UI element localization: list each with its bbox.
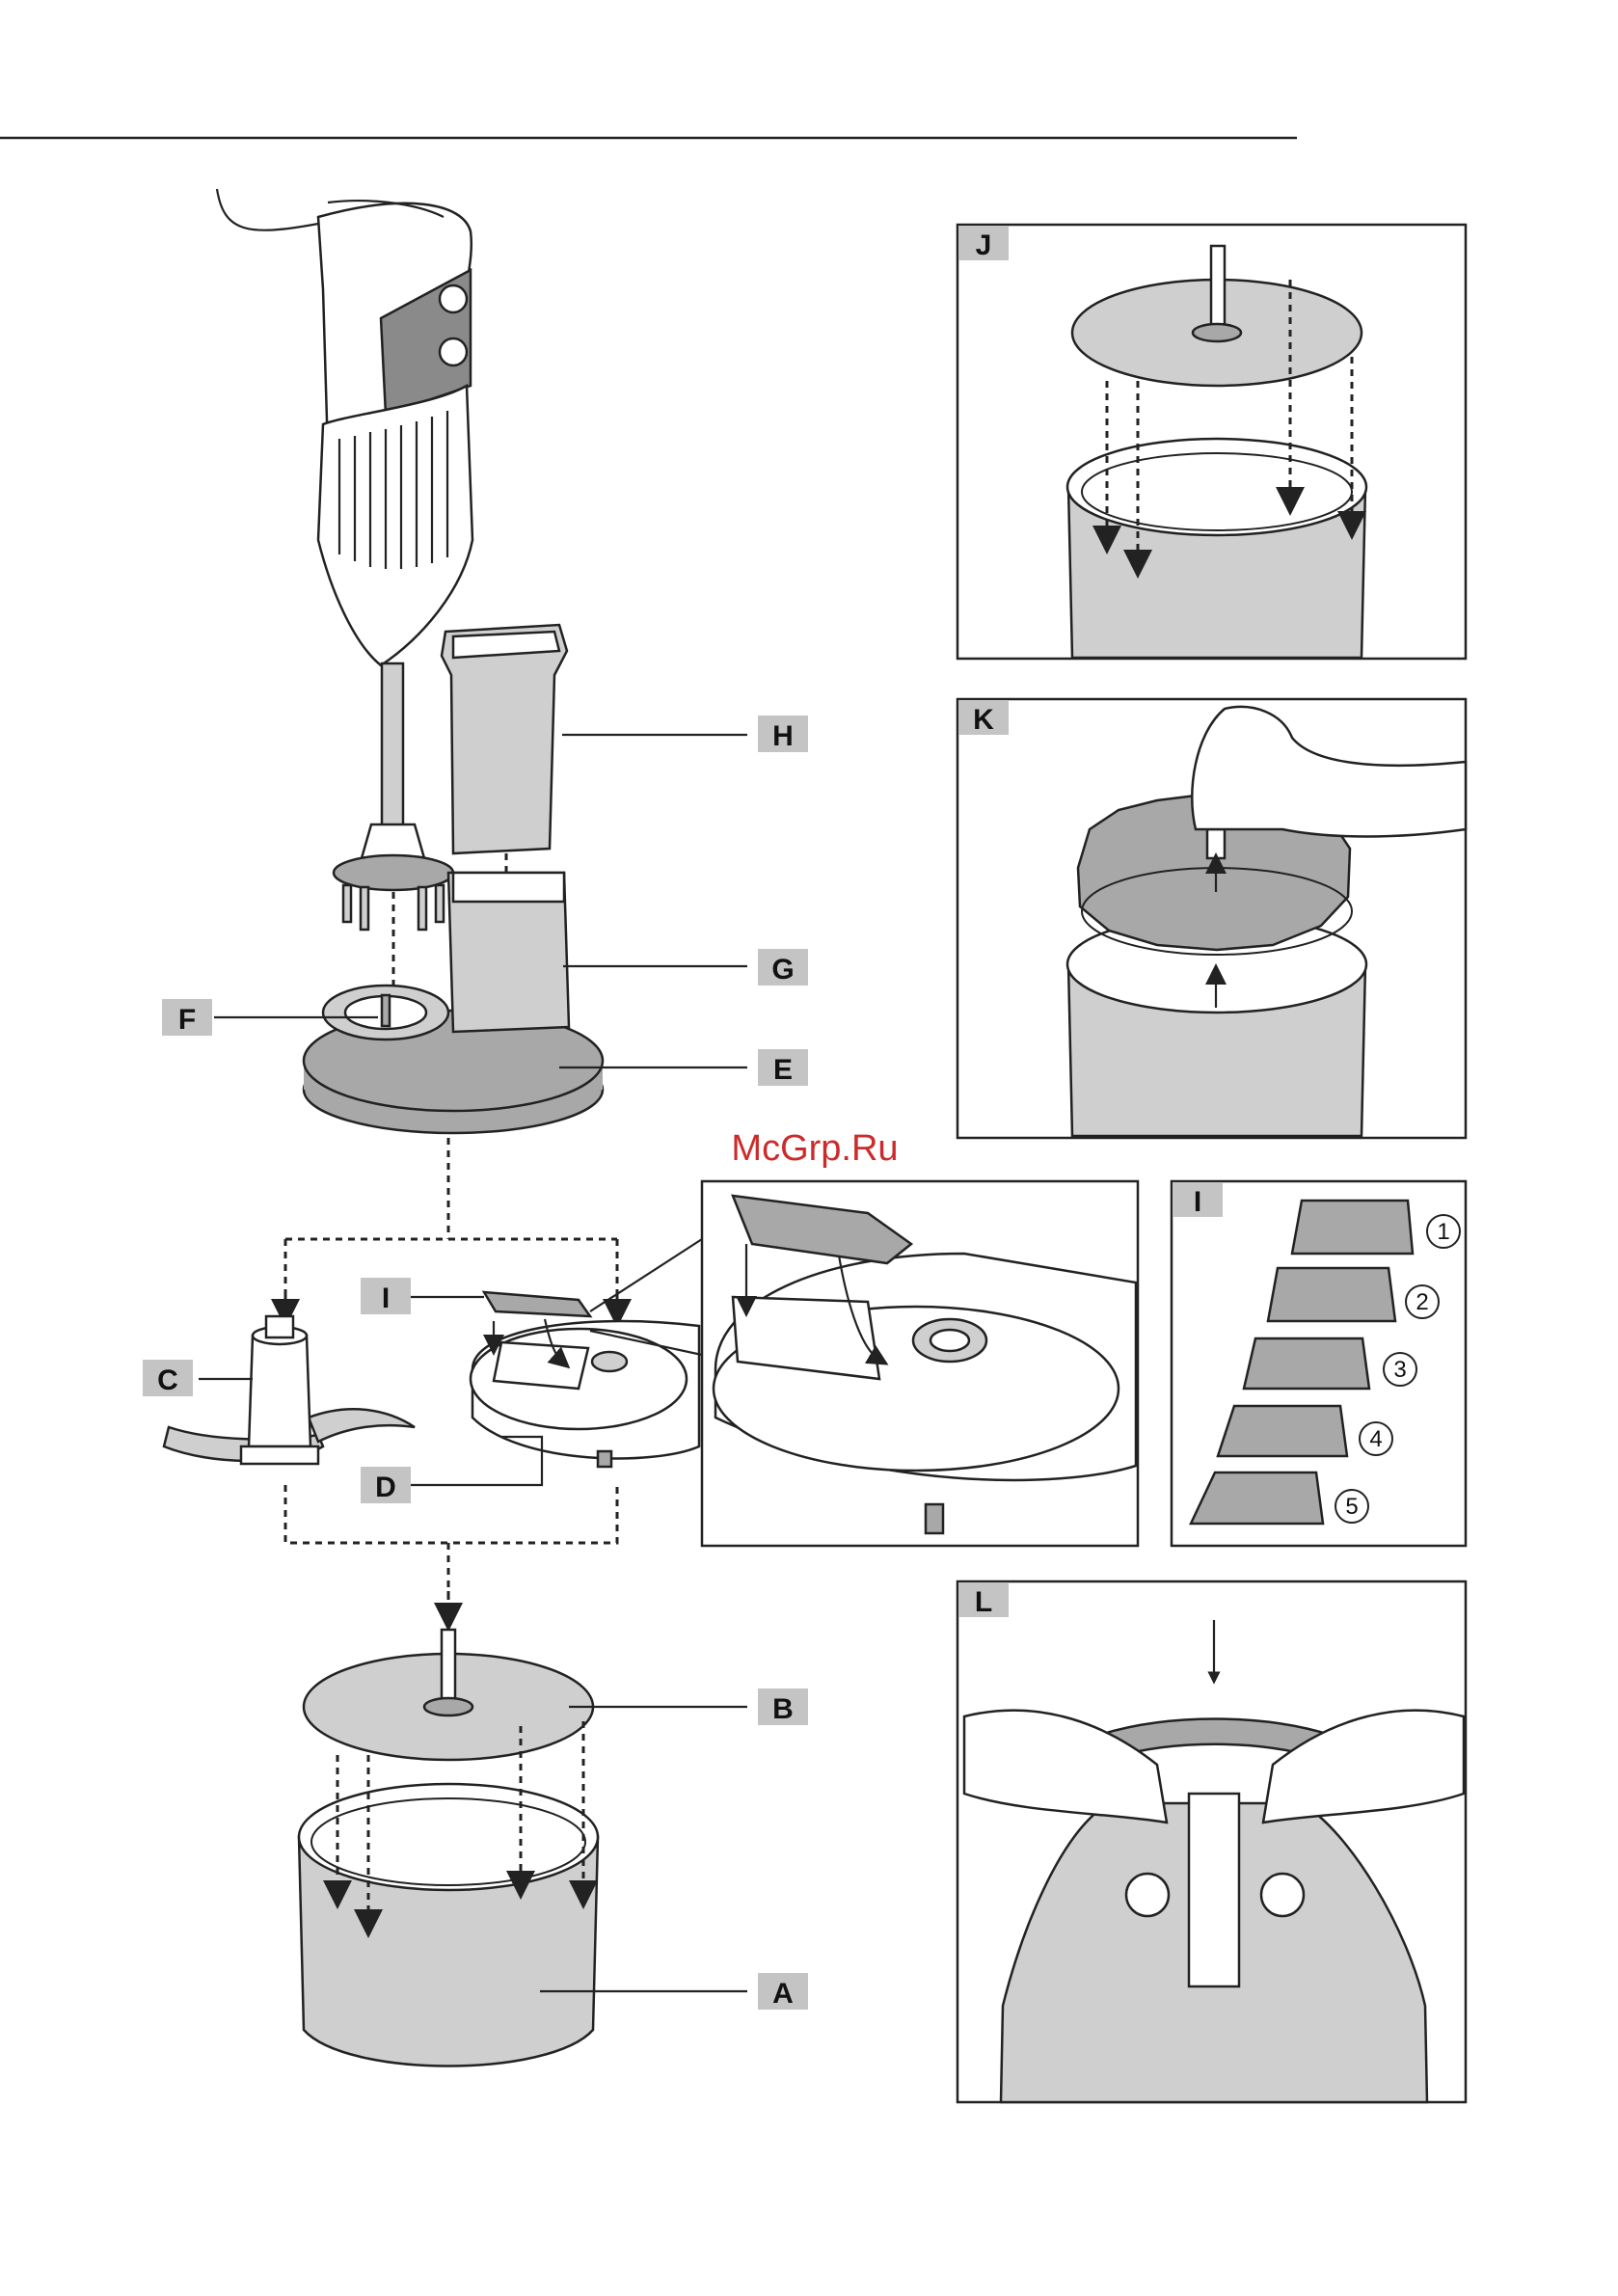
label-B: B [758,1688,808,1725]
svg-text:L: L [975,1586,992,1618]
slicing-disc [471,1292,704,1467]
svg-text:E: E [773,1054,793,1086]
label-F: F [162,999,212,1036]
watermark: McGrp.Ru [731,1128,898,1169]
svg-text:2: 2 [1416,1289,1428,1315]
label-C: C [143,1360,193,1396]
label-G: G [758,949,808,986]
svg-text:A: A [772,1978,794,2010]
svg-text:5: 5 [1345,1494,1358,1520]
svg-text:D: D [375,1472,396,1503]
svg-text:C: C [157,1364,178,1396]
bowl-assembly [299,1630,598,2066]
svg-text:3: 3 [1393,1357,1406,1383]
label-D: D [361,1467,411,1503]
label-A: A [758,1973,808,2010]
panel-inserts: I 1 2 3 4 5 [1172,1181,1466,1546]
svg-text:4: 4 [1369,1426,1382,1452]
svg-text:I: I [382,1283,390,1314]
food-pusher [442,625,567,892]
label-E: E [758,1049,808,1086]
label-H: H [758,716,808,752]
svg-text:I: I [1194,1186,1201,1218]
svg-text:H: H [772,720,794,752]
svg-text:G: G [771,954,794,986]
panel-K: K [957,699,1466,1138]
label-I-main: I [361,1278,411,1314]
svg-text:1: 1 [1437,1219,1449,1245]
panel-J: J [957,225,1466,659]
svg-text:K: K [973,704,994,736]
svg-text:B: B [772,1693,794,1725]
svg-text:F: F [178,1004,196,1036]
hand-blender [217,189,472,1008]
svg-text:J: J [976,230,992,261]
chopping-blade [164,1316,415,1464]
panel-disc-zoom [702,1181,1138,1546]
panel-L: L [957,1581,1466,2102]
